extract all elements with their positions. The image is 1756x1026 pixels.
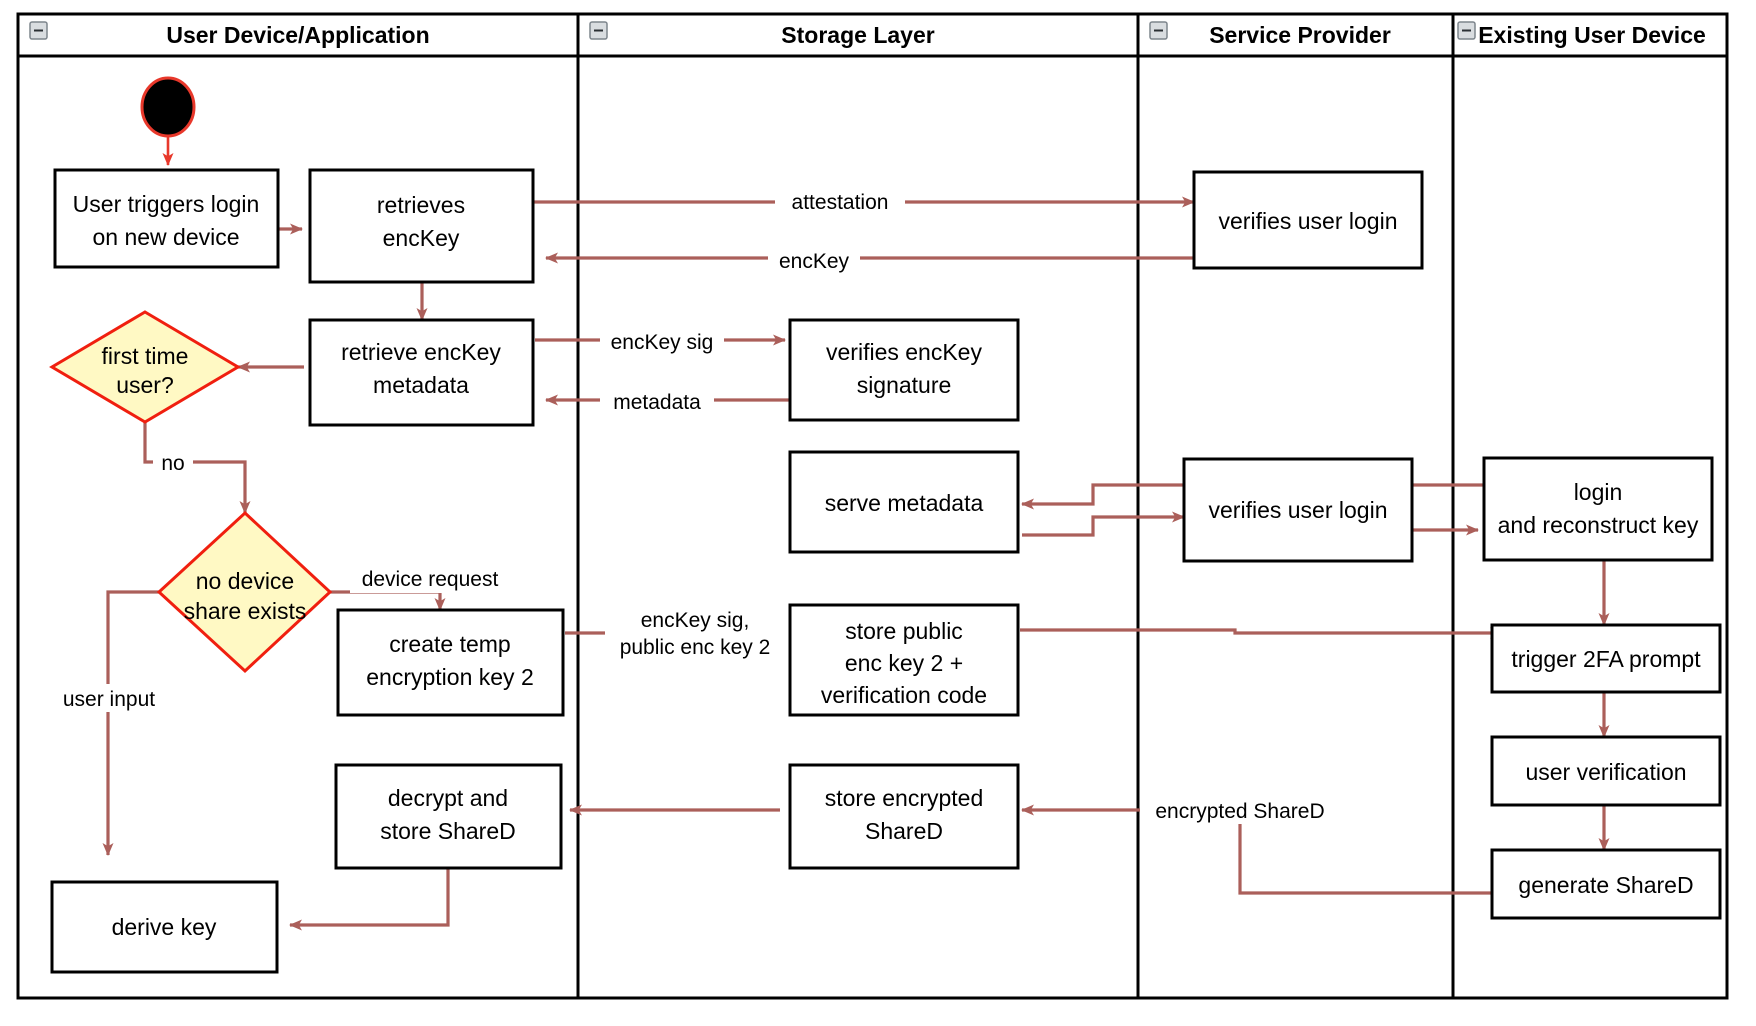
node-label: and reconstruct key (1498, 512, 1699, 538)
lane-collapse-icon-storage[interactable] (589, 21, 608, 40)
decision-label: no device (196, 568, 294, 594)
node-label: metadata (373, 372, 469, 398)
node-label: store encrypted (825, 785, 984, 811)
node-user-triggers-login[interactable]: User triggers login on new device (53, 168, 280, 269)
node-label: verifies encKey (826, 339, 982, 365)
node-label: create temp (389, 631, 510, 657)
node-serve-metadata[interactable]: serve metadata (788, 450, 1020, 554)
node-derive-key[interactable]: derive key (50, 880, 279, 974)
edge-label-text: user input (63, 688, 155, 711)
node-decrypt-and-store-shared[interactable]: decrypt and store ShareD (334, 763, 563, 870)
node-label: user verification (1525, 759, 1686, 785)
node-store-public-enc-key-2[interactable]: store public enc key 2 + verification co… (788, 603, 1020, 717)
lane-title-existing-device: Existing User Device (1478, 22, 1706, 48)
edge-label-enckey: encKey (768, 246, 860, 276)
node-verifies-enckey-signature[interactable]: verifies encKey signature (788, 318, 1020, 422)
edge-label-text: metadata (613, 391, 701, 414)
decision-label: first time (102, 343, 189, 369)
node-label: retrieve encKey (341, 339, 501, 365)
node-label: serve metadata (825, 490, 984, 516)
node-label: signature (857, 372, 952, 398)
node-label: encKey (383, 225, 460, 251)
node-label: on new device (92, 224, 239, 250)
lane-title-service-provider: Service Provider (1209, 22, 1391, 48)
node-retrieve-enckey-metadata[interactable]: retrieve encKey metadata (308, 318, 535, 427)
node-label: User triggers login (73, 191, 260, 217)
lane-collapse-icon-service-provider[interactable] (1149, 21, 1168, 40)
edge-service-provider-to-serve-metadata (1021, 483, 1189, 510)
edge-label-text: encKey sig (611, 331, 714, 354)
swimlane-frame (16, 12, 1729, 1000)
edge-label-text: encKey (779, 250, 850, 273)
edge-label-text: device request (362, 568, 499, 591)
node-verifies-user-login-2[interactable]: verifies user login (1182, 457, 1414, 563)
edge-label-encrypted-shared: encrypted ShareD (1140, 796, 1340, 824)
edge-label-text: attestation (792, 191, 889, 214)
edge-label-enckey-sig: encKey sig (600, 326, 724, 356)
edge-label-metadata: metadata (600, 387, 714, 417)
node-generate-shared[interactable]: generate ShareD (1490, 848, 1722, 920)
node-trigger-2fa-prompt[interactable]: trigger 2FA prompt (1490, 623, 1722, 694)
edge-label-no: no (153, 449, 193, 477)
edge-serve-metadata-to-service-provider (1022, 511, 1185, 537)
edge-device-request (330, 590, 446, 611)
lane-title-storage: Storage Layer (781, 22, 934, 48)
edge-label-text: no (161, 452, 184, 475)
node-label: ShareD (865, 818, 943, 844)
edge-label-enckey-sig-public-enc-key-2: encKey sig, public enc key 2 (605, 603, 785, 661)
node-label: encryption key 2 (366, 664, 533, 690)
node-label: retrieves (377, 192, 465, 218)
node-retrieves-enckey[interactable]: retrieves encKey (308, 168, 535, 284)
edge-store-public-key-to-trigger-2fa (1020, 627, 1503, 639)
edge-label-text: public enc key 2 (620, 636, 771, 659)
edge-no-branch (143, 420, 251, 514)
edge-label-attestation: attestation (775, 186, 905, 216)
edge-label-text: encrypted ShareD (1155, 800, 1324, 823)
edge-label-user-input: user input (50, 684, 168, 712)
node-label: login (1574, 479, 1623, 505)
node-label: store ShareD (380, 818, 516, 844)
start-node (140, 76, 196, 138)
edge-decrypt-to-derive-key (289, 868, 450, 931)
node-label: store public (845, 618, 963, 644)
decision-label: user? (116, 372, 174, 398)
edge-encrypted-shared (1021, 804, 1492, 895)
decision-no-device-share-exists[interactable]: no device share exists (156, 510, 333, 674)
lane-title-user-device: User Device/Application (166, 22, 429, 48)
node-label: verifies user login (1219, 208, 1398, 234)
node-verifies-user-login-1[interactable]: verifies user login (1192, 170, 1424, 270)
node-label: derive key (112, 914, 217, 940)
node-create-temp-encryption-key-2[interactable]: create temp encryption key 2 (336, 608, 565, 717)
node-label: verifies user login (1209, 497, 1388, 523)
node-label: generate ShareD (1518, 872, 1693, 898)
edge-label-device-request: device request (350, 565, 510, 593)
node-label: enc key 2 + (845, 650, 963, 676)
node-store-encrypted-shared[interactable]: store encrypted ShareD (788, 763, 1020, 870)
node-label: verification code (821, 682, 987, 708)
node-login-and-reconstruct-key[interactable]: login and reconstruct key (1482, 456, 1714, 562)
lane-collapse-icon-user-device[interactable] (29, 21, 48, 40)
edge-label-text: encKey sig, (641, 609, 750, 632)
edge-user-input (102, 590, 159, 856)
lane-collapse-icon-existing-device[interactable] (1457, 21, 1476, 40)
node-label: decrypt and (388, 785, 508, 811)
node-user-verification[interactable]: user verification (1490, 735, 1722, 807)
decision-label: share exists (184, 598, 307, 624)
decision-first-time-user[interactable]: first time user? (49, 310, 241, 424)
node-label: trigger 2FA prompt (1511, 646, 1701, 672)
